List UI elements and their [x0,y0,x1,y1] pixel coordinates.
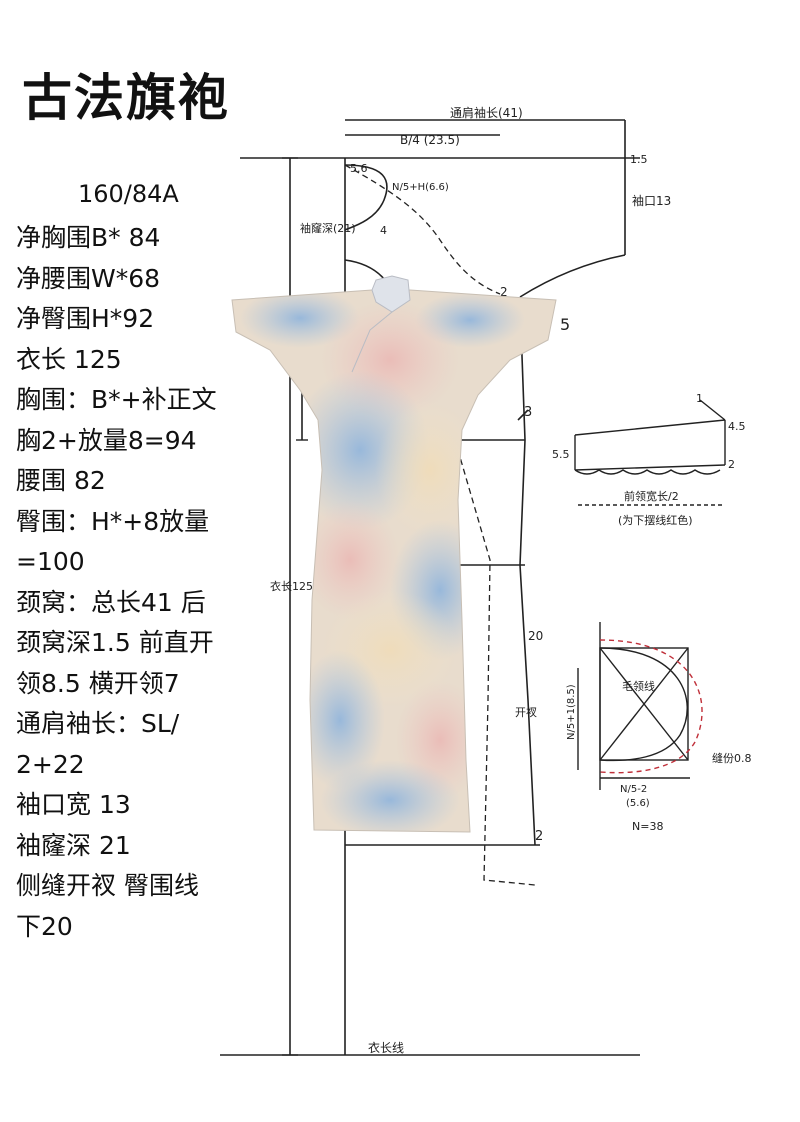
spec-line: 衣长 125 [16,344,122,374]
spec-line: 袖窿深 21 [16,830,131,860]
label-num-2b: 2 [535,829,543,844]
qipao-dress-image [231,275,557,833]
label-armhole-depth: 袖窿深(21) [300,221,356,235]
page-title: 古法旗袍 [22,69,230,127]
label-collar-n: N=38 [632,820,663,833]
spec-line: 净臀围H*92 [16,304,155,333]
spec-line: 颈窝深1.5 前直开 [16,628,214,657]
label-collar-depth: N/5+1(8.5) [566,684,577,740]
label-neck-formula: N/5+H(6.6) [392,182,449,193]
spec-line: 净胸围B* 84 [16,223,161,252]
label-sleeve-total: 通肩袖长(41) [450,105,523,120]
spec-line: 胸2+放量8=94 [16,425,197,455]
label-collar-mark: 毛领线 [622,679,655,693]
label-bust-quarter: B/4 (23.5) [400,133,460,147]
spec-line: =100 [16,547,85,576]
label-dim-1-5: 1.5 [630,153,648,166]
placket-detail [574,399,726,506]
spec-line: 2+22 [16,749,85,779]
size-label: 160/84A [78,180,179,208]
label-placket-2: 2 [728,458,735,471]
spec-line: 袖口宽 13 [16,790,131,819]
label-num-4: 4 [380,224,387,237]
label-placket-4-5: 4.5 [728,420,746,433]
label-garment-length: 衣长125 [270,579,313,593]
spec-line: 臀围：H*+8放量 [16,506,210,536]
label-num-3: 3 [524,405,532,420]
spec-list: 净胸围B* 84 净腰围W*68 净臀围H*92 衣长 125 胸围：B*+补正… [16,218,217,947]
spec-line: 腰围 82 [16,466,106,495]
label-hem-line: 衣长线 [368,1040,404,1055]
label-num-5: 5 [560,315,570,334]
label-seam-allowance: 缝份0.8 [712,751,752,765]
label-placket-1: 1 [696,392,703,405]
label-placket-note: (为下摆线红色) [618,513,693,527]
label-collar-front: N/5-2 [620,784,647,795]
label-num-20: 20 [528,629,543,643]
ticks [282,157,308,1056]
label-placket-width: 前领宽长/2 [624,489,679,503]
spec-line: 下20 [16,911,73,941]
label-sleeve-cuff: 袖口13 [632,193,671,208]
label-collar-front-val: (5.6) [626,798,650,809]
spec-line: 颈窝：总长41 后 [16,587,206,617]
label-placket-5-5: 5.5 [552,448,570,461]
spec-line: 胸围：B*+补正文 [16,385,217,414]
spec-line: 侧缝开衩 臀围线 [16,871,199,900]
spec-line: 领8.5 横开领7 [16,668,180,698]
spec-line: 净腰围W*68 [16,263,161,293]
collar-detail [577,622,690,790]
label-num-2: 2 [500,285,508,299]
dashed-lines [344,164,536,886]
label-slit: 开衩 [515,706,537,719]
spec-line: 通肩袖长：SL/ [16,709,180,738]
label-back-neck: 5.6 [350,162,368,175]
